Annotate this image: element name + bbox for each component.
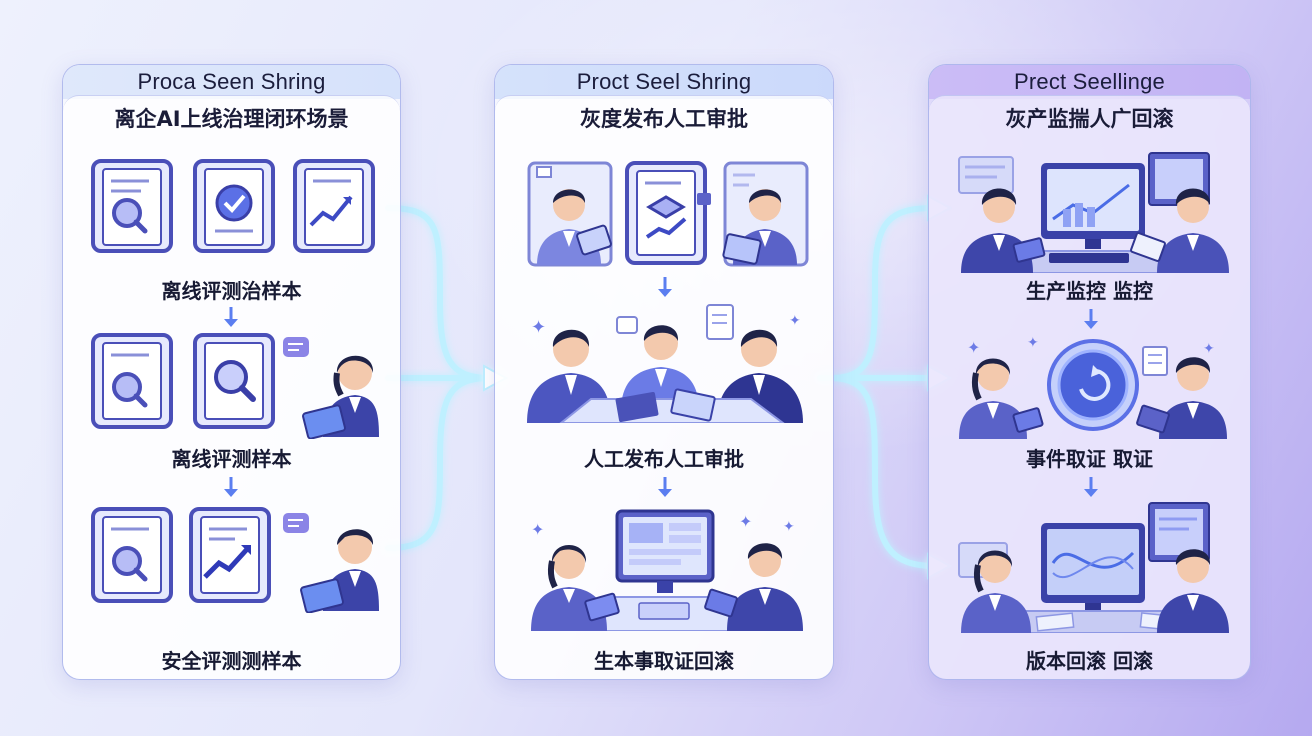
connector-bottom-left [385,375,493,551]
svg-text:✦: ✦ [967,338,980,357]
circular-sync-icon [1047,339,1139,431]
person-with-tablet [283,337,379,439]
monitoring-desk [958,152,1229,273]
connector-top-right [827,205,938,381]
panel-canary-approval: Proct Seel Shring 灰度发布人工审批 [494,64,834,680]
step-2-label: 生本事取证回滚 [594,649,734,673]
down-arrow-icon [1084,477,1098,497]
panel-subtitle: 灰度发布人工审批 [580,107,748,131]
svg-text:✦: ✦ [789,313,801,329]
step-3-illustration [91,507,379,613]
check-document-icon [193,159,275,253]
panel-header: Proca Seen Shring [63,65,400,99]
step-1-label: 人工发布人工审批 [584,447,744,471]
step-1-label: 生产监控 监控 [1026,279,1153,303]
panel-header-title: Proca Seen Shring [137,69,326,94]
step-2-label: 离线评测样本 [171,447,292,471]
svg-text:✦: ✦ [783,519,795,535]
trend-document-icon [189,507,271,603]
down-arrow-icon [658,477,672,497]
panel-header-title: Prect Seellinge [1014,69,1165,94]
panel-offline-eval: Proca Seen Shring 离企AI上线治理闭环场景 离线评测治样本 [62,64,401,680]
down-arrow-icon [1084,309,1098,329]
search-document-icon [91,507,173,603]
layer-document-icon [625,161,711,265]
panel-header-title: Proct Seel Shring [576,69,752,94]
step-3-label: 版本回滚 回滚 [1026,649,1153,673]
panel-header: Proct Seel Shring [495,65,833,99]
step-1-illustration [91,159,375,253]
svg-text:✦: ✦ [531,317,546,338]
svg-text:✦: ✦ [1203,341,1215,357]
panel-production-monitoring: Prect Seellinge 灰产监揣人广回滚 生产监控 监控 [928,64,1251,680]
connector-top-left [385,205,493,381]
panel-header: Prect Seellinge [929,65,1250,99]
step-1-top-illustration [527,161,809,267]
down-arrow-icon [224,307,238,327]
search-document-icon [91,333,173,429]
three-person-meeting: ✦ ✦ [527,304,803,423]
down-arrow-icon [224,477,238,497]
connector-bottom-right [827,375,938,569]
step-2-illustration [91,333,379,439]
panel-subtitle: 灰产监揣人广回滚 [1005,107,1174,131]
magnifier-document-icon [193,333,275,429]
reviewer-with-clipboard [527,161,613,267]
panel-subtitle: 离企AI上线治理闭环场景 [114,107,349,131]
reviewer-with-tablet [722,161,809,267]
step-2-label: 事件取证 取证 [1026,447,1153,471]
step-3-label: 安全评测测样本 [161,649,302,673]
two-person-computer-review: ✦ ✦ ✦ [531,509,803,631]
svg-text:✦: ✦ [739,512,752,531]
search-document-icon [91,159,173,253]
down-arrow-icon [658,277,672,297]
person-with-tablet [283,513,379,613]
two-person-forensics: ✦ ✦ ✦ [959,335,1227,439]
svg-text:✦: ✦ [531,520,544,539]
svg-text:✦: ✦ [1027,335,1039,351]
step-1-label: 离线评测治样本 [161,279,302,303]
chart-document-icon [293,159,375,253]
rollback-desk [958,502,1229,633]
